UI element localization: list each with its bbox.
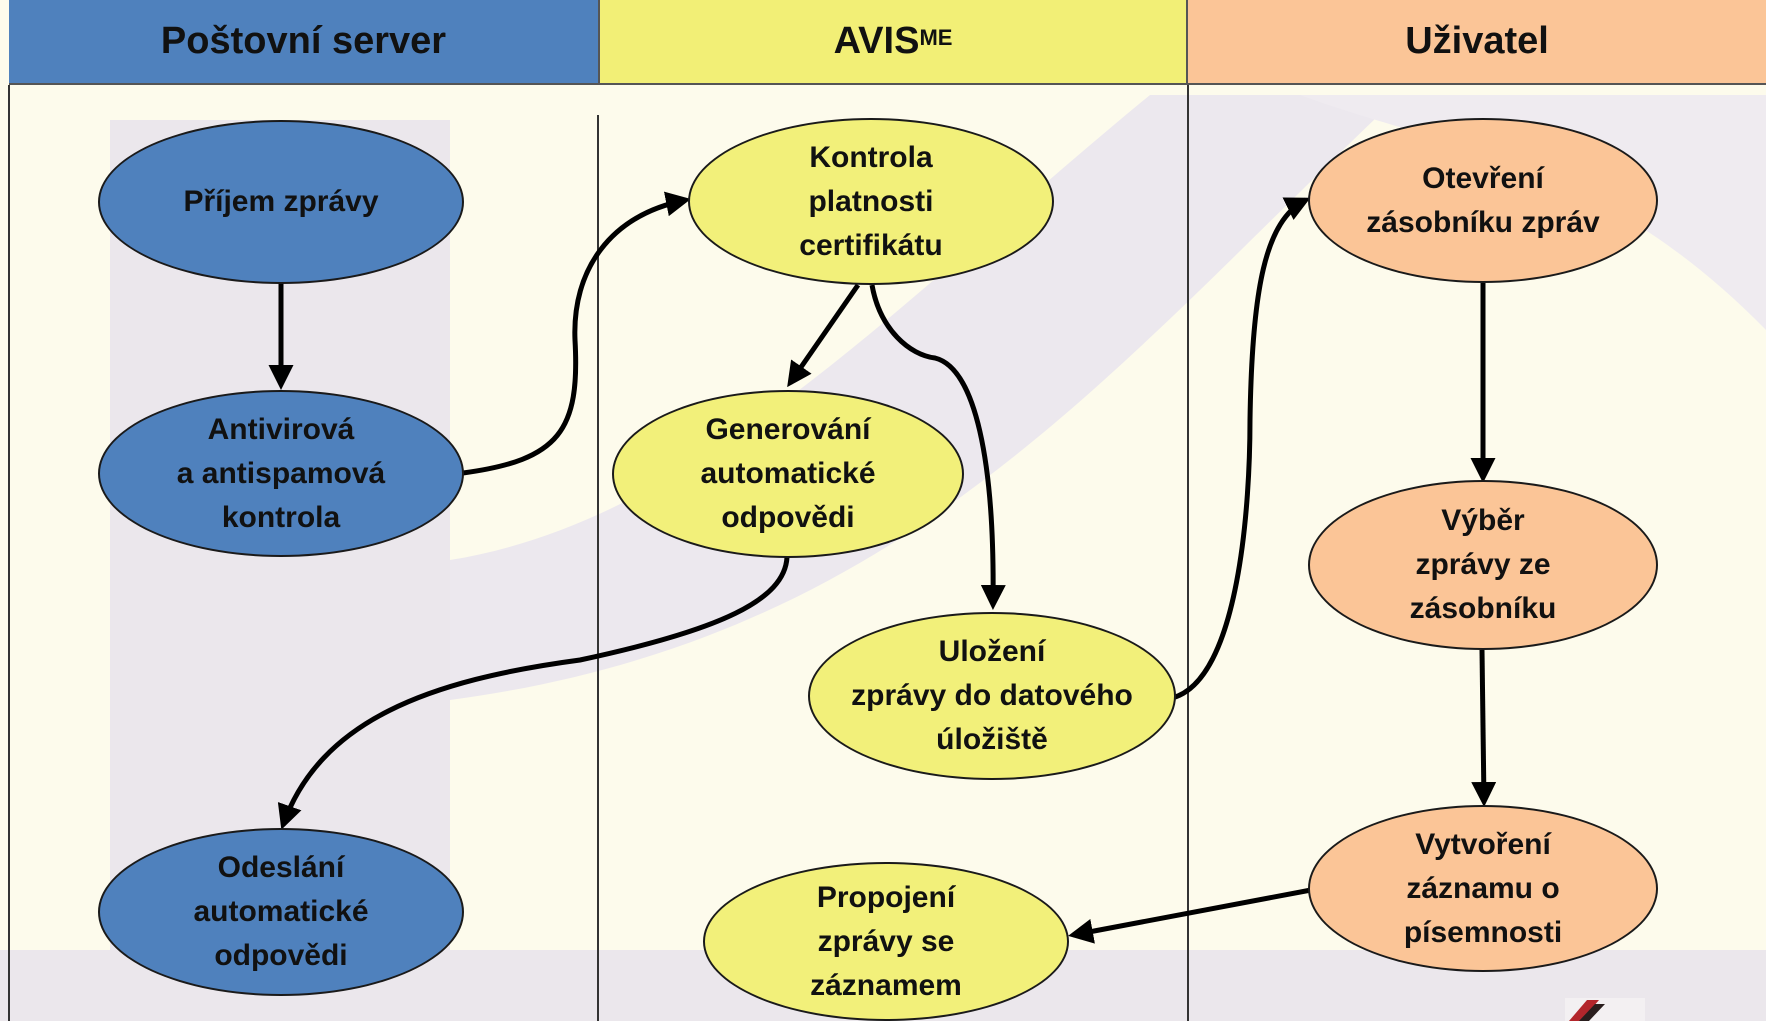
node-odeslani-odpovedi: Odeslání automatické odpovědi: [98, 828, 464, 996]
node-kontrola-certifikatu: Kontrola platnosti certifikátu: [688, 118, 1054, 285]
lane-header-postovni-server: Poštovní server: [9, 0, 598, 85]
arrow-vytvoreni-to-propojeni: [1068, 887, 1312, 944]
watermark-swoosh-right: [1300, 95, 1766, 330]
arrow-vyber-to-vytvoreni: [1471, 649, 1497, 807]
arrow-ulozeni-to-otevreni: [1171, 197, 1311, 701]
lane-title: AVIS: [833, 20, 920, 62]
arrow-antivir-to-kontrola: [462, 191, 691, 476]
lane-header-uzivatel: Uživatel: [1188, 0, 1766, 85]
arrow-kontrola-to-ulozeni: [869, 284, 1006, 610]
node-propojeni-zpravy: Propojení zprávy se záznamem: [703, 862, 1069, 1021]
node-antivirova-kontrola: Antivirová a antispamová kontrola: [98, 390, 464, 557]
node-vytvoreni-zaznamu: Vytvoření záznamu o písemnosti: [1308, 805, 1658, 972]
lane-title: Poštovní server: [160, 20, 447, 62]
arrow-generovani-to-odeslani: [277, 556, 790, 830]
logo-fragment: [1565, 998, 1645, 1021]
lane-title: Uživatel: [1405, 20, 1549, 62]
arrow-kontrola-to-generovani: [787, 283, 861, 388]
lane-title-superscript: ME: [919, 24, 953, 50]
node-ulozeni-zpravy: Uložení zprávy do datového úložiště: [808, 612, 1176, 780]
node-generovani-odpovedi: Generování automatické odpovědi: [612, 390, 964, 558]
node-prijem-zpravy: Příjem zprávy: [98, 120, 464, 284]
node-vyber-zpravy: Výběr zprávy ze zásobníku: [1308, 480, 1658, 650]
node-otevreni-zasobniku: Otevření zásobníku zpráv: [1308, 118, 1658, 283]
watermark-swoosh: [450, 95, 1400, 700]
